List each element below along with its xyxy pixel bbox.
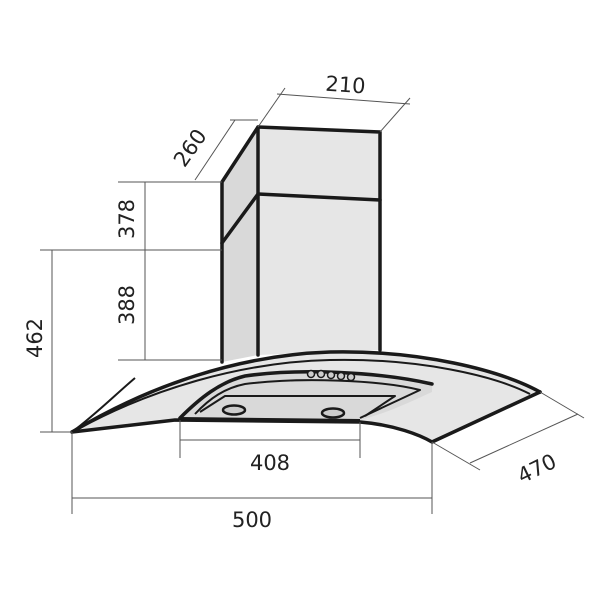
control-button-2 (318, 371, 325, 378)
light-left (223, 406, 245, 415)
dim-label-210: 210 (325, 72, 367, 99)
dim-label-500: 500 (232, 508, 272, 532)
light-right (322, 409, 344, 418)
chimney-front-face (258, 127, 380, 355)
dim-label-408: 408 (250, 451, 290, 475)
dim-label-462: 462 (23, 318, 47, 358)
chimney (222, 127, 380, 362)
dim-label-388: 388 (115, 285, 139, 325)
dim-470-line (470, 414, 578, 463)
control-button-1 (308, 371, 315, 378)
chimney-side-face (222, 127, 258, 362)
dim-label-470: 470 (514, 449, 561, 488)
dim-470-ext-front (432, 442, 480, 470)
control-button-4 (338, 373, 345, 380)
dim-470-ext-back (540, 392, 584, 418)
dim-210-ext-left (258, 88, 285, 127)
control-button-3 (328, 372, 335, 379)
dim-label-378: 378 (115, 199, 139, 239)
control-button-5 (348, 374, 355, 381)
